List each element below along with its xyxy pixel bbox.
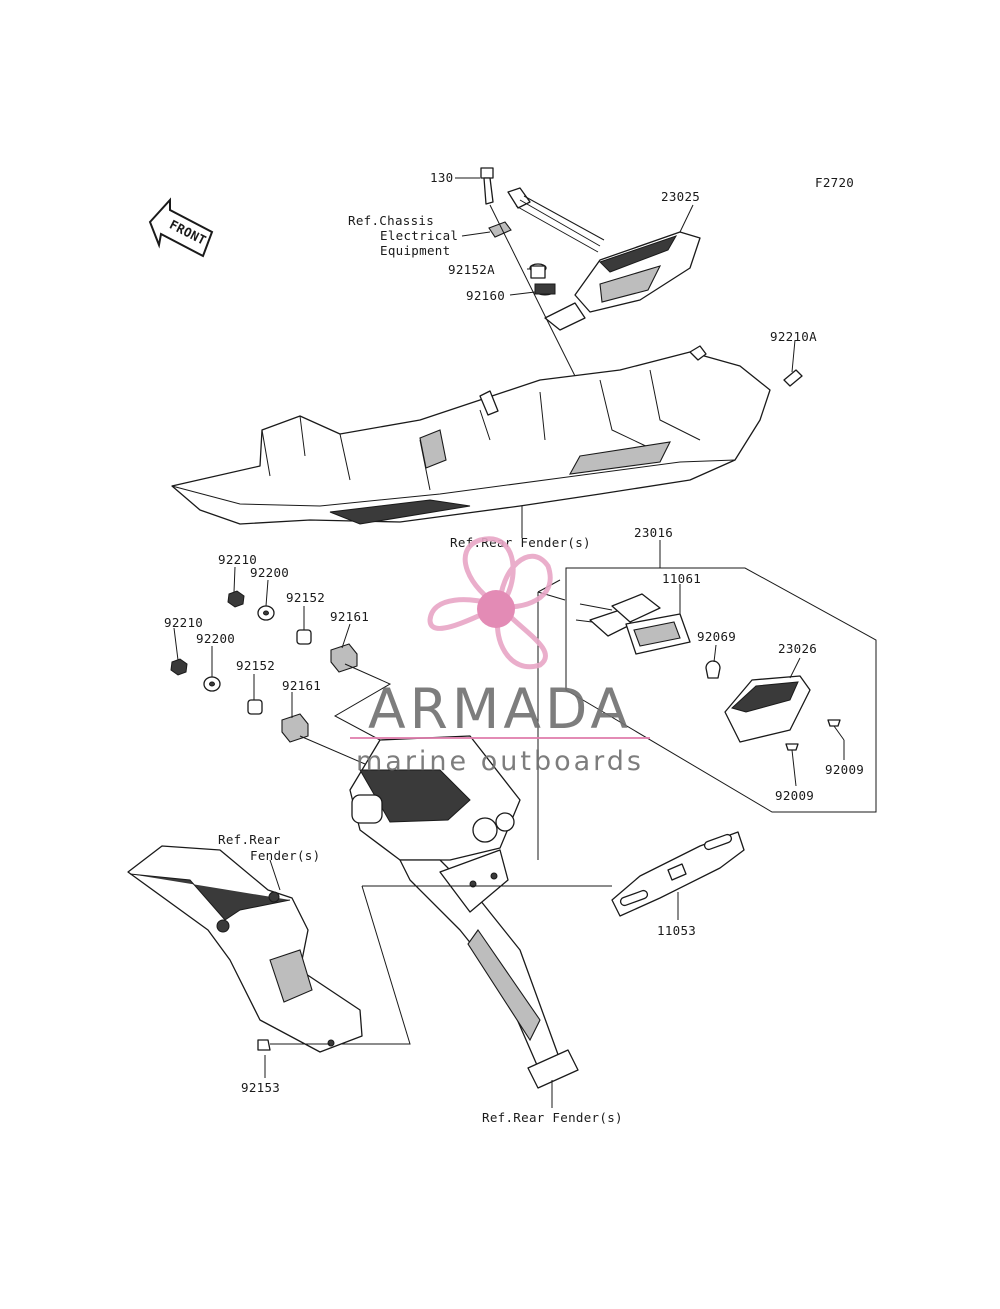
label-92161-b: 92161: [282, 678, 321, 693]
label-92153: 92153: [241, 1080, 280, 1095]
label-92160: 92160: [466, 288, 505, 303]
rear-frame: [171, 339, 803, 538]
armada-watermark: ARMADA marine outboards: [350, 536, 650, 777]
front-arrow-icon: FRONT: [148, 197, 214, 258]
label-23025: 23025: [661, 189, 700, 204]
mounting-hardware: [170, 566, 392, 765]
label-92200-b: 92200: [196, 631, 235, 646]
lower-fender: [127, 845, 363, 1078]
label-ref-chassis: Ref.Chassis: [348, 213, 434, 228]
label-ref-rear-fender-bottom: Ref.Rear Fender(s): [482, 1110, 623, 1125]
watermark-brand: ARMADA: [368, 677, 632, 741]
label-92200-a: 92200: [250, 565, 289, 580]
label-92210-a: 92210: [218, 552, 257, 567]
tail-light-assembly: [455, 167, 701, 471]
label-92152a: 92152A: [448, 262, 495, 277]
watermark-tagline: marine outboards: [356, 746, 644, 777]
label-23026: 23026: [778, 641, 817, 656]
label-92009-a: 92009: [825, 762, 864, 777]
label-130: 130: [430, 170, 453, 185]
label-11053: 11053: [657, 923, 696, 938]
label-92152-a: 92152: [286, 590, 325, 605]
label-ref-equipment: Equipment: [380, 243, 450, 258]
label-92152-b: 92152: [236, 658, 275, 673]
label-11061: 11061: [662, 571, 701, 586]
plate-bracket: [611, 831, 745, 920]
label-92161-a: 92161: [330, 609, 369, 624]
license-light-assembly: [537, 540, 877, 813]
label-ref-rear-left-2: Fender(s): [250, 848, 320, 863]
label-ref-electrical: Electrical: [380, 228, 458, 243]
figure-code: F2720: [815, 175, 854, 190]
label-92210a: 92210A: [770, 329, 817, 344]
label-ref-rear-left-1: Ref.Rear: [218, 832, 281, 847]
label-23016: 23016: [634, 525, 673, 540]
label-92009-b: 92009: [775, 788, 814, 803]
propeller-logo-icon: [427, 536, 553, 670]
label-92069: 92069: [697, 629, 736, 644]
license-bracket: [330, 579, 612, 1108]
label-92210-b: 92210: [164, 615, 203, 630]
